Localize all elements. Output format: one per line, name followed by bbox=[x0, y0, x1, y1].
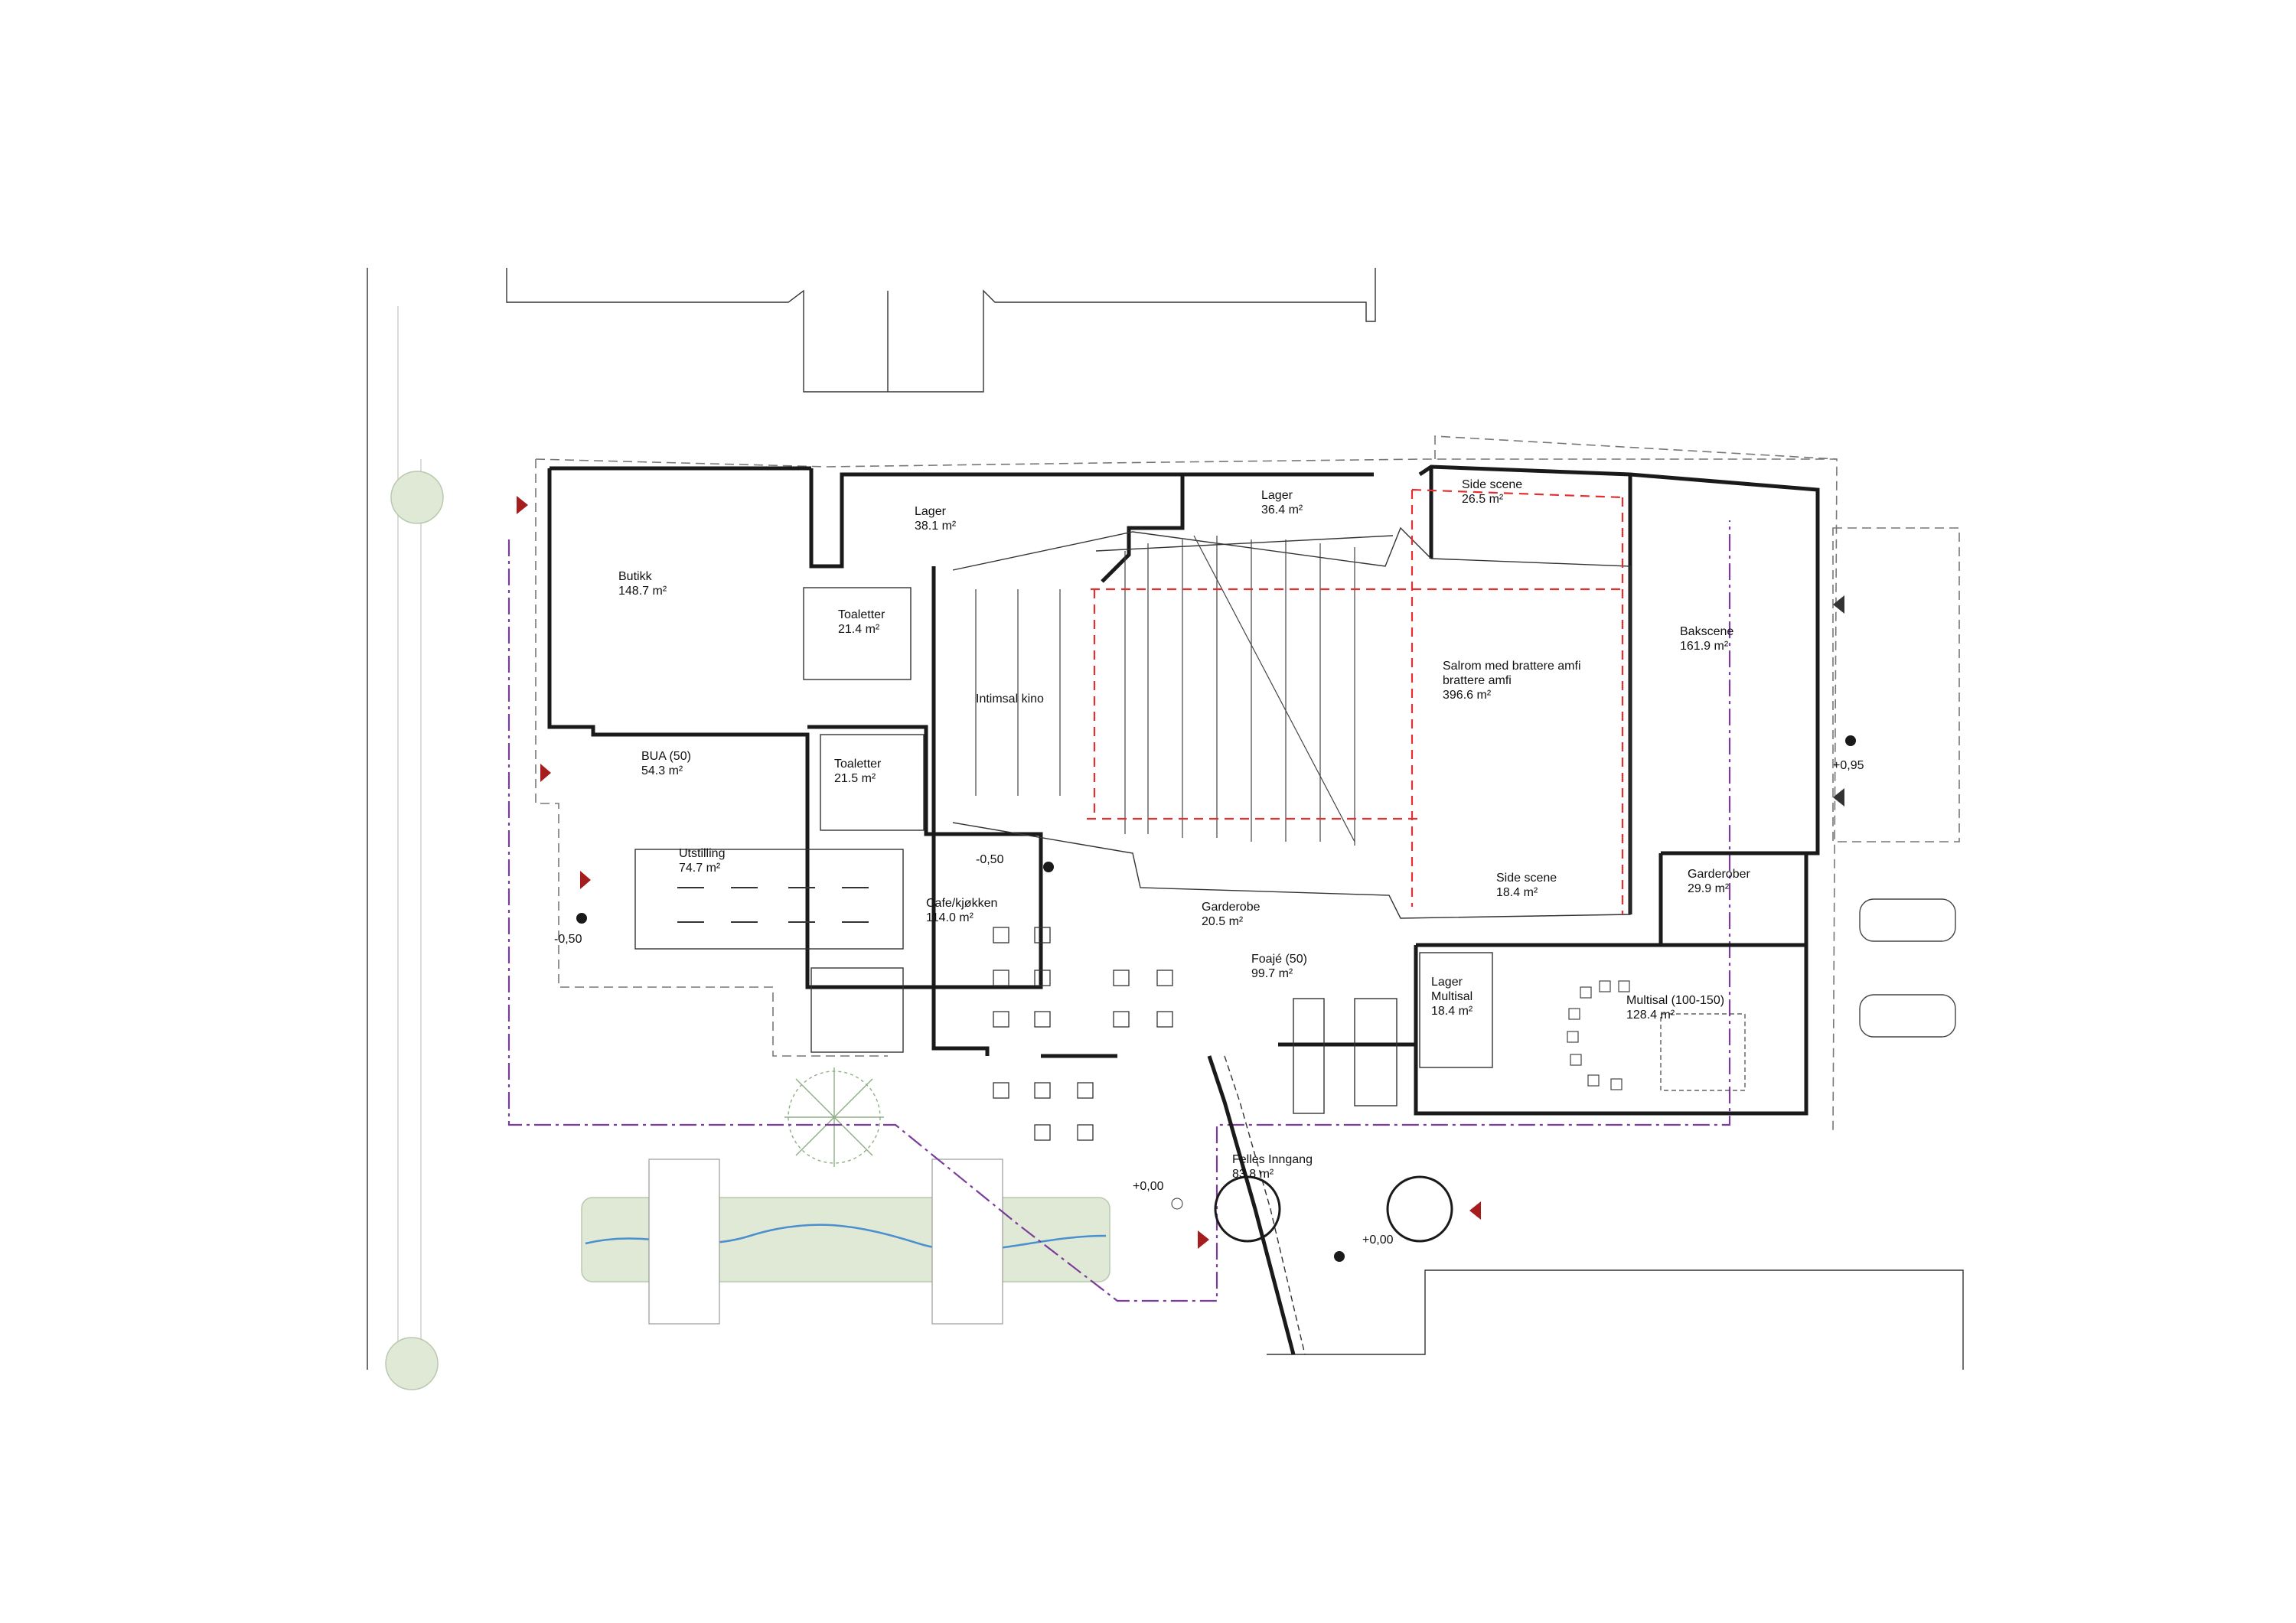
room-label-intimsal-kino: Intimsal kino bbox=[976, 693, 1044, 706]
parking bbox=[1859, 898, 1956, 1038]
multisal-seating bbox=[1567, 980, 1746, 1091]
level-labels: -0,50 -0,50 +0,95 +0,00 +0,00 bbox=[554, 759, 1864, 1247]
level-label-2: -0,50 bbox=[976, 853, 1004, 866]
canal-park bbox=[581, 1159, 1110, 1325]
exhibition-stands bbox=[677, 887, 869, 923]
entrance-ramp bbox=[1207, 1055, 1453, 1355]
level-markers bbox=[576, 735, 1856, 1262]
cafe-tables bbox=[993, 927, 1173, 1141]
neighbour-building-bottom bbox=[1267, 1269, 1964, 1370]
building-walls bbox=[547, 464, 1820, 1116]
level-label-5: +0,00 bbox=[1362, 1234, 1394, 1247]
room-label-foaje: Foajé (50)99.7 m² bbox=[1251, 953, 1307, 980]
tree-symbol bbox=[784, 1067, 884, 1167]
room-label-multisal: Multisal (100-150)128.4 m² bbox=[1626, 994, 1724, 1022]
level-label-3: +0,95 bbox=[1833, 759, 1864, 772]
entrance-markers bbox=[517, 496, 1844, 1249]
site-boundary bbox=[507, 520, 1731, 1302]
internal-walls bbox=[634, 526, 1631, 1114]
street-strip bbox=[367, 268, 444, 1390]
room-label-bua: BUA (50)54.3 m² bbox=[641, 750, 691, 777]
overhang-outline bbox=[535, 435, 1960, 1133]
stage-lines bbox=[1087, 488, 1624, 914]
level-label-1: -0,50 bbox=[554, 933, 582, 946]
auditorium-seating bbox=[975, 535, 1355, 846]
level-label-4: +0,00 bbox=[1133, 1180, 1164, 1193]
neighbour-building-top bbox=[506, 268, 1376, 393]
